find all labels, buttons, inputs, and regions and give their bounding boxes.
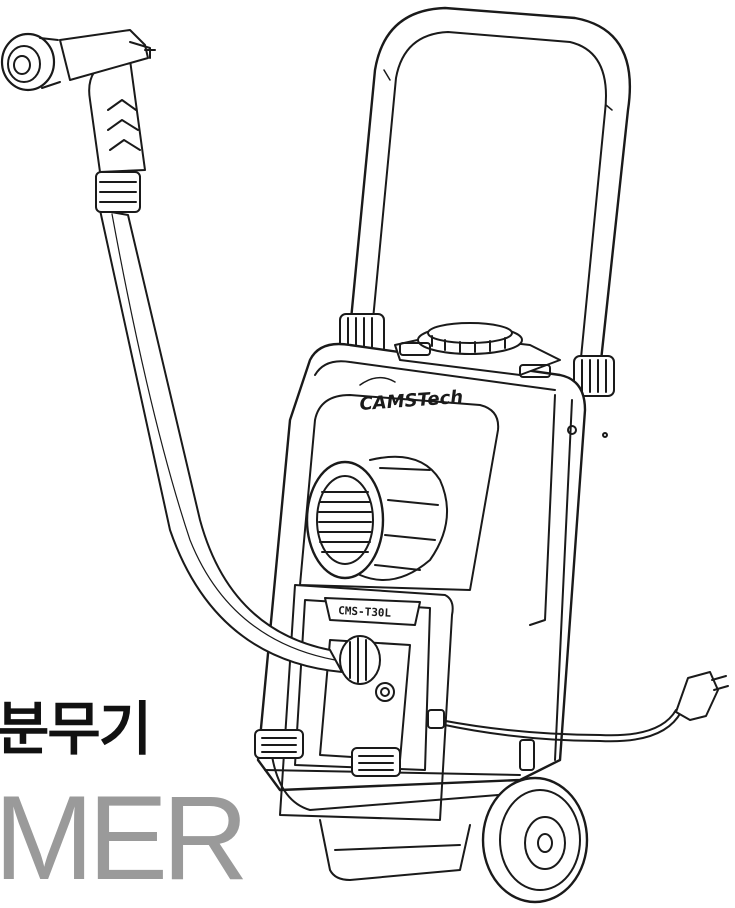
heading-korean: 분무기 — [0, 695, 152, 763]
tank-body — [256, 342, 587, 811]
handle-clamp-right — [573, 355, 615, 397]
front-panel — [299, 376, 500, 591]
spray-gun-icon — [0, 29, 156, 213]
tank-lid — [394, 322, 561, 378]
fan-vent-icon — [305, 455, 449, 581]
tank-base — [319, 819, 471, 881]
side-latch — [519, 425, 608, 771]
power-plug-icon — [675, 671, 729, 721]
hose-connector — [339, 635, 381, 685]
hose — [99, 209, 343, 673]
power-cord — [427, 709, 682, 743]
model-label: CMS-T30L — [338, 604, 392, 620]
heading-english: MER — [0, 771, 249, 905]
front-foot-clips — [254, 729, 401, 777]
wheel-icon — [481, 776, 589, 904]
handle-frame — [348, 6, 632, 372]
